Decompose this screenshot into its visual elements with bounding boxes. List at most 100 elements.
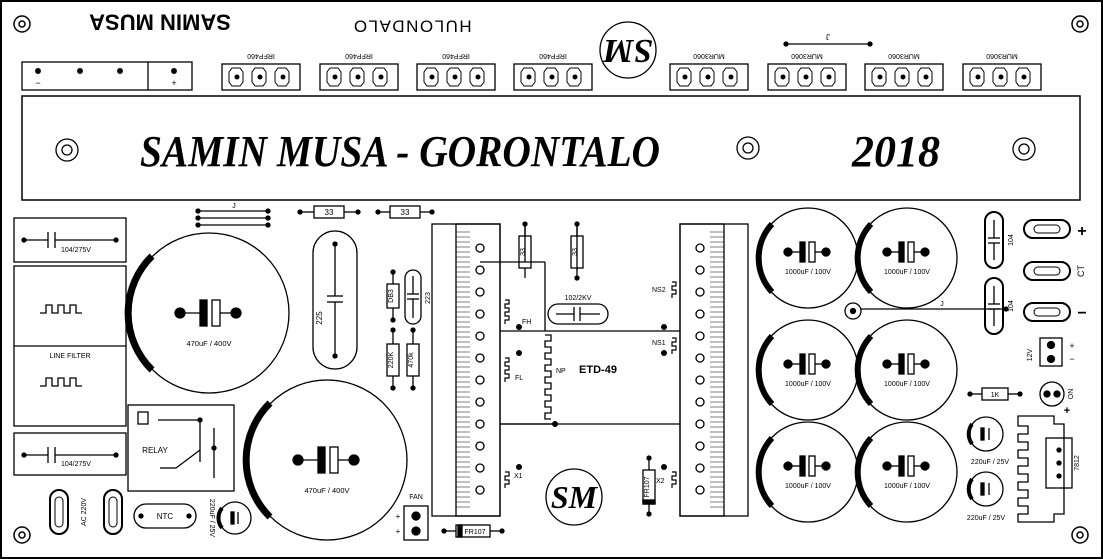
x1-dot xyxy=(516,464,522,470)
out-cap-3: 1000uF / 100V xyxy=(755,319,859,421)
transformer-left-bobbin xyxy=(431,223,501,517)
terminal-block xyxy=(21,61,193,91)
windings xyxy=(504,281,677,488)
bulk-cap-1-label: 470uF / 400V xyxy=(186,339,231,348)
cap-225 xyxy=(312,230,358,370)
banner-title: SAMIN MUSA - GORONTALO xyxy=(140,127,660,176)
fl-label: FL xyxy=(515,375,523,382)
led-on xyxy=(1039,381,1065,407)
cap-104-a xyxy=(984,211,1004,269)
igbt-1: IRFP460 xyxy=(221,52,301,91)
res-33-c-label: 33 xyxy=(520,248,527,256)
cap-220uf-left-label: 220uF / 25V xyxy=(208,499,215,537)
conn-12v-minus: − xyxy=(1069,354,1074,364)
diode-1: MUR3060 xyxy=(669,52,749,91)
igbt-3: IRFP460 xyxy=(416,52,496,91)
np-label: NP xyxy=(556,368,566,375)
x2-dot xyxy=(661,464,667,470)
cap-223-label: 223 xyxy=(425,292,432,304)
fan-plus-bottom: + xyxy=(396,527,401,536)
res-33-a-label: 33 xyxy=(325,208,334,217)
res-33-b xyxy=(375,205,435,219)
fr107-bottom-label: FR107 xyxy=(464,529,485,536)
res-220k-label: 220K xyxy=(388,352,395,369)
ns2-dot xyxy=(661,324,667,330)
res-33-c xyxy=(518,221,532,278)
cap-104-a-label: 104 xyxy=(1008,234,1015,246)
out-cap-label: 1000uF / 100V xyxy=(884,269,930,276)
igbt-label: IRFP460 xyxy=(539,52,567,59)
diode-2: MUR3060 xyxy=(767,52,847,91)
x1-label: X1 xyxy=(514,473,523,480)
jumper-mid-label: J xyxy=(940,301,944,308)
out-plus: + xyxy=(1077,223,1086,240)
xcap-top-label: 104/275V xyxy=(61,247,91,254)
relay-label: RELAY xyxy=(142,446,168,455)
out-cap-label: 1000uF / 100V xyxy=(785,483,831,490)
igbt-label: IRFP460 xyxy=(247,52,275,59)
fan-plus-top: + xyxy=(396,512,401,521)
cap-223 xyxy=(404,269,422,325)
transformer-label: ETD-49 xyxy=(579,364,617,376)
out-cap-label: 1000uF / 100V xyxy=(884,483,930,490)
mirrored-city: HULONDALO xyxy=(352,17,471,36)
igbt-label: IRFP460 xyxy=(442,52,470,59)
fan-label: FAN xyxy=(409,494,423,501)
out-cap-label: 1000uF / 100V xyxy=(785,381,831,388)
ns2-label: NS2 xyxy=(652,287,666,294)
cap-225-label: 225 xyxy=(315,311,324,325)
line-filter xyxy=(13,265,127,427)
out-cap-label: 1000uF / 100V xyxy=(785,269,831,276)
line-filter-label: LINE FILTER xyxy=(49,353,90,360)
logo-top-text: SM xyxy=(602,32,653,69)
fl-dot xyxy=(516,350,522,356)
igbt-2: IRFP460 xyxy=(319,52,399,91)
jumper-left-label: J xyxy=(232,203,236,210)
bulk-cap-1 xyxy=(124,232,290,394)
xcap-bottom-label: 104/275V xyxy=(61,461,91,468)
jumper-mid xyxy=(844,302,1009,320)
res-33-a xyxy=(297,205,361,219)
reg-7812 xyxy=(1017,415,1073,523)
conn-12v-plus: + xyxy=(1069,341,1074,351)
res-470k-label: 470k xyxy=(408,352,415,368)
diode-label: MUR3060 xyxy=(986,52,1018,59)
cap-220uf-right-b xyxy=(966,471,1004,507)
xcap-top xyxy=(13,217,127,263)
db3 xyxy=(386,269,400,323)
out-cap-5: 1000uF / 100V xyxy=(755,421,859,523)
fan-connector xyxy=(403,505,429,541)
res-220k xyxy=(386,327,400,391)
cap-104-b-label: 104 xyxy=(1008,300,1015,312)
igbt-label: IRFP460 xyxy=(345,52,373,59)
fr107-bottom xyxy=(441,524,505,538)
diode-4: MUR3060 xyxy=(962,52,1042,91)
led-on-label: ON xyxy=(1068,389,1075,400)
to247-row: IRFP460 IRFP460 IRFP460 IRFP460 MUR3060 MUR30… xyxy=(221,52,1042,91)
res-33-b-label: 33 xyxy=(401,208,410,217)
conn-12v xyxy=(1039,337,1063,367)
fr107-vertical-label: FR107 xyxy=(644,476,651,497)
transformer-core xyxy=(480,224,680,425)
out-cap-label: 1000uF / 100V xyxy=(884,381,930,388)
out-ct: CT xyxy=(1076,265,1086,277)
ac-input xyxy=(49,489,123,535)
banner-holes xyxy=(55,136,1036,162)
diode-label: MUR3060 xyxy=(888,52,920,59)
out-minus: − xyxy=(1077,305,1086,322)
out-cap-1: 1000uF / 100V xyxy=(755,207,859,309)
bulk-cap-2-label: 470uF / 400V xyxy=(304,486,349,495)
mirrored-name: SAMIN MUSA xyxy=(89,10,231,35)
res-33-d-label: 33 xyxy=(572,248,579,256)
banner-year: 2018 xyxy=(851,127,940,176)
res-470k xyxy=(406,327,420,391)
res-33-d xyxy=(570,221,584,281)
mounting-holes xyxy=(13,15,1089,544)
diode-label: MUR3060 xyxy=(693,52,725,59)
jumpers-left xyxy=(195,208,271,228)
conn-12v-label: 12V xyxy=(1027,348,1034,361)
jumper-top xyxy=(783,41,873,47)
cap-220uf-right-a-label: 220uF / 25V xyxy=(971,459,1009,466)
bulk-cap-2 xyxy=(242,379,408,541)
